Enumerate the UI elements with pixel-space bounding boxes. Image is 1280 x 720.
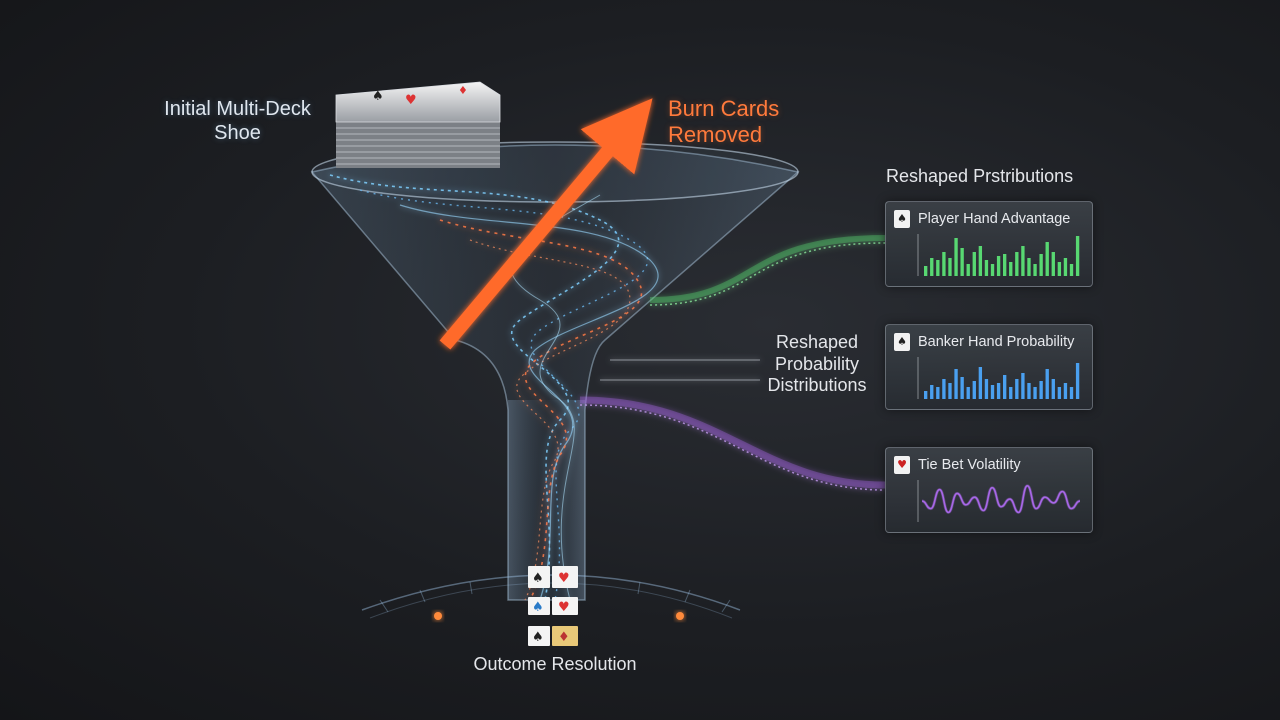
chart-bar bbox=[1027, 383, 1031, 399]
chart-bar bbox=[960, 377, 964, 399]
svg-text:♦: ♦ bbox=[458, 84, 468, 97]
svg-text:♥: ♥ bbox=[558, 600, 570, 615]
chart-bar bbox=[1039, 381, 1043, 399]
svg-text:♥: ♥ bbox=[405, 93, 417, 108]
chart-bar bbox=[978, 367, 983, 399]
burn-arrow bbox=[439, 98, 653, 350]
svg-text:♠: ♠ bbox=[532, 630, 544, 645]
chart-bar bbox=[1021, 373, 1025, 399]
svg-text:♠: ♠ bbox=[372, 89, 384, 104]
chart-bar bbox=[1057, 262, 1062, 276]
chart-bar bbox=[1051, 252, 1055, 276]
chart-bar bbox=[1003, 375, 1007, 399]
chart-bar bbox=[1057, 387, 1062, 399]
reshaped-probability-label: Reshaped Probability Distributions bbox=[767, 332, 867, 396]
chart-bar bbox=[972, 252, 976, 276]
banker-probability-chart bbox=[917, 357, 1080, 399]
chart-bar bbox=[948, 383, 952, 399]
card-pair-1: ♠ ♥ bbox=[528, 566, 578, 588]
chart-bar bbox=[1015, 379, 1019, 399]
chart-bar bbox=[996, 383, 1001, 399]
card-pair-3: ♠ ♦ bbox=[528, 626, 578, 646]
chart-bar bbox=[930, 385, 934, 399]
chart-bar bbox=[984, 379, 989, 399]
chart-bar bbox=[948, 258, 952, 276]
chart-bar bbox=[954, 238, 958, 276]
chart-bar bbox=[1039, 254, 1043, 276]
particle-streams bbox=[329, 174, 659, 601]
chart-bar bbox=[1075, 363, 1080, 399]
burn-cards-label: Burn Cards Removed bbox=[668, 96, 780, 148]
volatility-line bbox=[921, 484, 1081, 514]
panel-title: Player Hand Advantage bbox=[918, 211, 1071, 227]
chart-bar bbox=[942, 252, 946, 276]
chart-bar bbox=[966, 387, 970, 399]
outcome-resolution-label: Outcome Resolution bbox=[473, 654, 637, 674]
chart-bar bbox=[960, 248, 964, 276]
chart-bar bbox=[966, 264, 970, 276]
chart-bar bbox=[1021, 246, 1025, 276]
connector-streams bbox=[579, 235, 886, 491]
panel-title: Banker Hand Probability bbox=[918, 334, 1075, 350]
chart-bar bbox=[990, 385, 995, 399]
chart-bar bbox=[996, 256, 1001, 276]
chart-bar bbox=[1009, 262, 1013, 276]
chart-bar bbox=[1069, 264, 1074, 276]
chart-bar bbox=[954, 369, 958, 399]
chart-bar bbox=[1051, 379, 1055, 399]
panel-title: Tie Bet Volatility bbox=[918, 457, 1021, 473]
chart-bar bbox=[1045, 242, 1049, 276]
chart-bar bbox=[924, 391, 928, 399]
chart-bar bbox=[972, 381, 976, 399]
chart-bar bbox=[1003, 254, 1007, 276]
initial-shoe-label: Initial Multi-Deck Shoe bbox=[164, 98, 311, 144]
chart-bar bbox=[1075, 236, 1080, 276]
chart-bar bbox=[1027, 258, 1031, 276]
chart-bar bbox=[1069, 387, 1074, 399]
chart-bar bbox=[936, 387, 940, 399]
heart-card-icon: ♥ bbox=[894, 456, 910, 474]
chart-bar bbox=[924, 266, 928, 276]
player-advantage-chart bbox=[917, 234, 1080, 276]
chart-bar bbox=[1045, 369, 1049, 399]
card-shoe-icon: ♠ ♥ ♦ bbox=[335, 81, 501, 168]
card-pair-2: ♠ ♥ bbox=[528, 597, 578, 615]
chart-bar bbox=[1033, 387, 1037, 399]
chart-bar bbox=[930, 258, 934, 276]
chart-bar bbox=[1033, 264, 1037, 276]
svg-text:♦: ♦ bbox=[558, 630, 570, 645]
chart-bar bbox=[984, 260, 989, 276]
reshaped-distributions-heading: Reshaped Prstributions bbox=[886, 166, 1074, 186]
chart-bar bbox=[978, 246, 983, 276]
chart-bar bbox=[990, 264, 995, 276]
chart-bar bbox=[1063, 258, 1068, 276]
chart-bar bbox=[1009, 387, 1013, 399]
tie-bet-panel: ♥ Tie Bet Volatility bbox=[885, 447, 1093, 533]
player-hand-panel: ♠ Player Hand Advantage bbox=[885, 201, 1093, 287]
svg-text:♠: ♠ bbox=[532, 571, 544, 586]
spade-card-icon: ♠ bbox=[894, 210, 910, 228]
chart-bar bbox=[1015, 252, 1019, 276]
spade-card-icon: ♠ bbox=[894, 333, 910, 351]
chart-bar bbox=[1063, 383, 1068, 399]
chart-bar bbox=[936, 260, 940, 276]
outcome-card-pairs: ♠ ♥ ♠ ♥ ♠ ♦ bbox=[528, 566, 578, 646]
svg-text:♥: ♥ bbox=[558, 571, 570, 586]
banker-hand-panel: ♠ Banker Hand Probability bbox=[885, 324, 1093, 410]
tie-volatility-chart bbox=[917, 480, 1081, 522]
svg-text:♠: ♠ bbox=[532, 600, 544, 615]
chart-bar bbox=[942, 379, 946, 399]
